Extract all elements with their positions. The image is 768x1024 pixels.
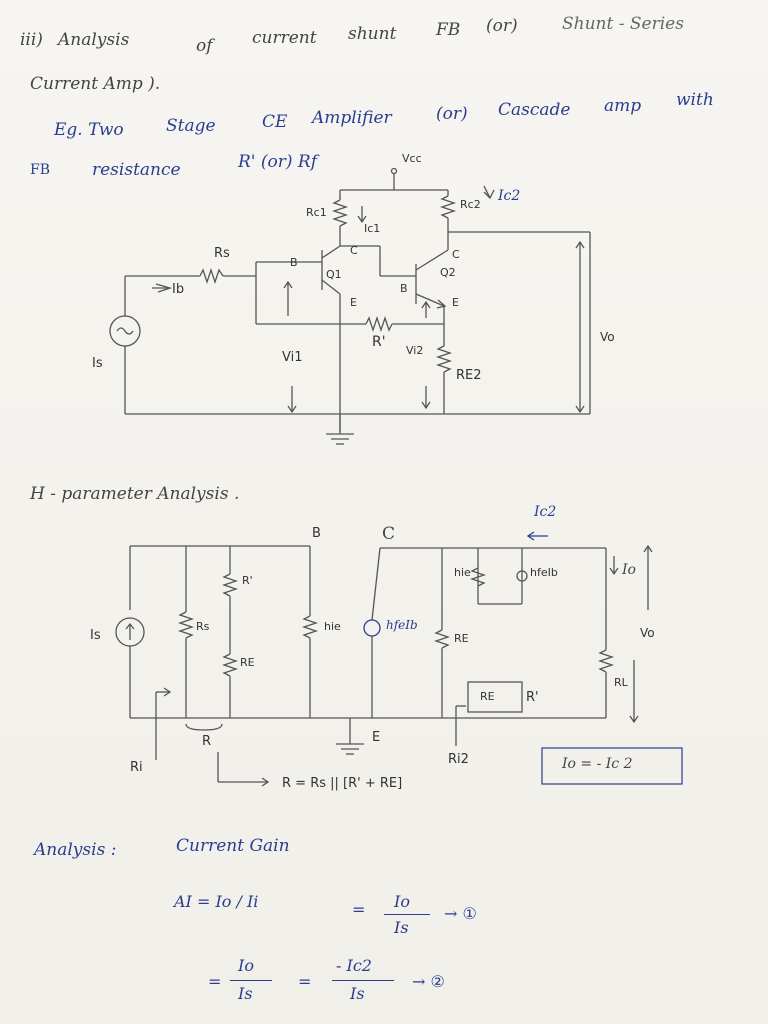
- node-c-label: C: [382, 524, 396, 544]
- re2-label-2: RE: [454, 632, 469, 645]
- base1-label: B: [290, 256, 298, 269]
- q2-label: Q2: [440, 266, 456, 279]
- r-bracket-label: R: [202, 734, 212, 749]
- collector1-label: C: [350, 244, 358, 257]
- heading-number: iii): [20, 30, 43, 50]
- vi2-label: Vi2: [406, 344, 424, 357]
- rc2-label: Rc2: [460, 198, 481, 211]
- equation-tag: → ②: [412, 972, 445, 991]
- example-text: Eg. Two: [54, 120, 124, 140]
- example-text: CE: [262, 112, 288, 132]
- equals-sign: =: [352, 900, 366, 919]
- heading-word: FB: [436, 20, 461, 40]
- fraction-numerator: Io: [238, 956, 254, 975]
- analysis-label: Analysis :: [34, 840, 117, 860]
- heading-word: (or): [486, 16, 518, 36]
- rl-label: RL: [614, 676, 628, 689]
- example-text: R' (or) Rf: [238, 152, 317, 172]
- fraction-bar: [332, 980, 394, 981]
- example-text: with: [676, 90, 714, 110]
- q1-label: Q1: [326, 268, 342, 281]
- r-prime-label: R': [242, 574, 253, 587]
- hfeib-label: hfeIb: [386, 618, 418, 632]
- example-text: amp: [604, 96, 642, 116]
- collector2-label: C: [452, 248, 460, 261]
- is-label: Is: [92, 356, 103, 371]
- hie2-label: hie: [454, 566, 471, 579]
- vo-label-2: Vo: [640, 626, 655, 640]
- hfeib2-label: hfeIb: [530, 566, 558, 579]
- example-text: resistance: [92, 160, 181, 180]
- current-gain-title: Current Gain: [176, 836, 290, 856]
- io-label: Io: [622, 562, 636, 578]
- ri-label: Ri: [130, 760, 143, 775]
- ic2-label-2: Ic2: [534, 504, 557, 520]
- rc1-label: Rc1: [306, 206, 327, 219]
- fraction-bar: [384, 914, 430, 915]
- heading-word: Shunt - Series: [562, 14, 684, 34]
- fraction-denominator: Is: [238, 984, 253, 1003]
- example-text: Stage: [166, 116, 216, 136]
- r-prime2-label: R': [526, 690, 539, 705]
- r-equation: R = Rs || [R' + RE]: [282, 776, 403, 791]
- hie-label: hie: [324, 620, 341, 633]
- equals-sign: =: [298, 972, 312, 991]
- vo-label: Vo: [600, 330, 615, 344]
- example-text: FB: [30, 162, 51, 178]
- re-small-label: RE: [480, 690, 495, 703]
- example-text: (or): [436, 104, 468, 124]
- rprime-label: R': [372, 334, 386, 350]
- heading-word: Analysis: [58, 30, 130, 50]
- re2-label: RE2: [456, 368, 482, 383]
- heading-word: of: [196, 36, 213, 56]
- io-equation: Io = - Ic 2: [562, 756, 633, 772]
- fraction-numerator: - Ic2: [336, 956, 372, 975]
- vcc-label: Vcc: [402, 152, 422, 165]
- rs-label: Rs: [214, 246, 230, 261]
- is-label-2: Is: [90, 628, 101, 643]
- gain-equation-lhs: AI = Io / Ii: [174, 892, 259, 911]
- heading-line2: Current Amp ).: [30, 74, 161, 94]
- example-text: Amplifier: [312, 108, 392, 128]
- fraction-bar: [230, 980, 272, 981]
- emitter2-label: E: [452, 296, 459, 309]
- ri2-label: Ri2: [448, 752, 469, 767]
- section-title: H - parameter Analysis .: [30, 484, 240, 504]
- equals-sign: =: [208, 972, 222, 991]
- equation-tag: → ①: [444, 904, 477, 923]
- fraction-numerator: Io: [394, 892, 410, 911]
- ib-label: Ib: [172, 282, 185, 297]
- node-e-label: E: [372, 730, 381, 745]
- re-label: RE: [240, 656, 255, 669]
- emitter1-label: E: [350, 296, 357, 309]
- ic2-label: Ic2: [498, 188, 521, 204]
- fraction-denominator: Is: [394, 918, 409, 937]
- example-text: Cascade: [498, 100, 571, 120]
- ic1-label: Ic1: [364, 222, 381, 235]
- vi1-label: Vi1: [282, 350, 303, 365]
- heading-word: shunt: [348, 24, 397, 44]
- node-b-label: B: [312, 526, 321, 541]
- rs-label-2: Rs: [196, 620, 210, 633]
- heading-word: current: [252, 28, 317, 48]
- base2-label: B: [400, 282, 408, 295]
- fraction-denominator: Is: [350, 984, 365, 1003]
